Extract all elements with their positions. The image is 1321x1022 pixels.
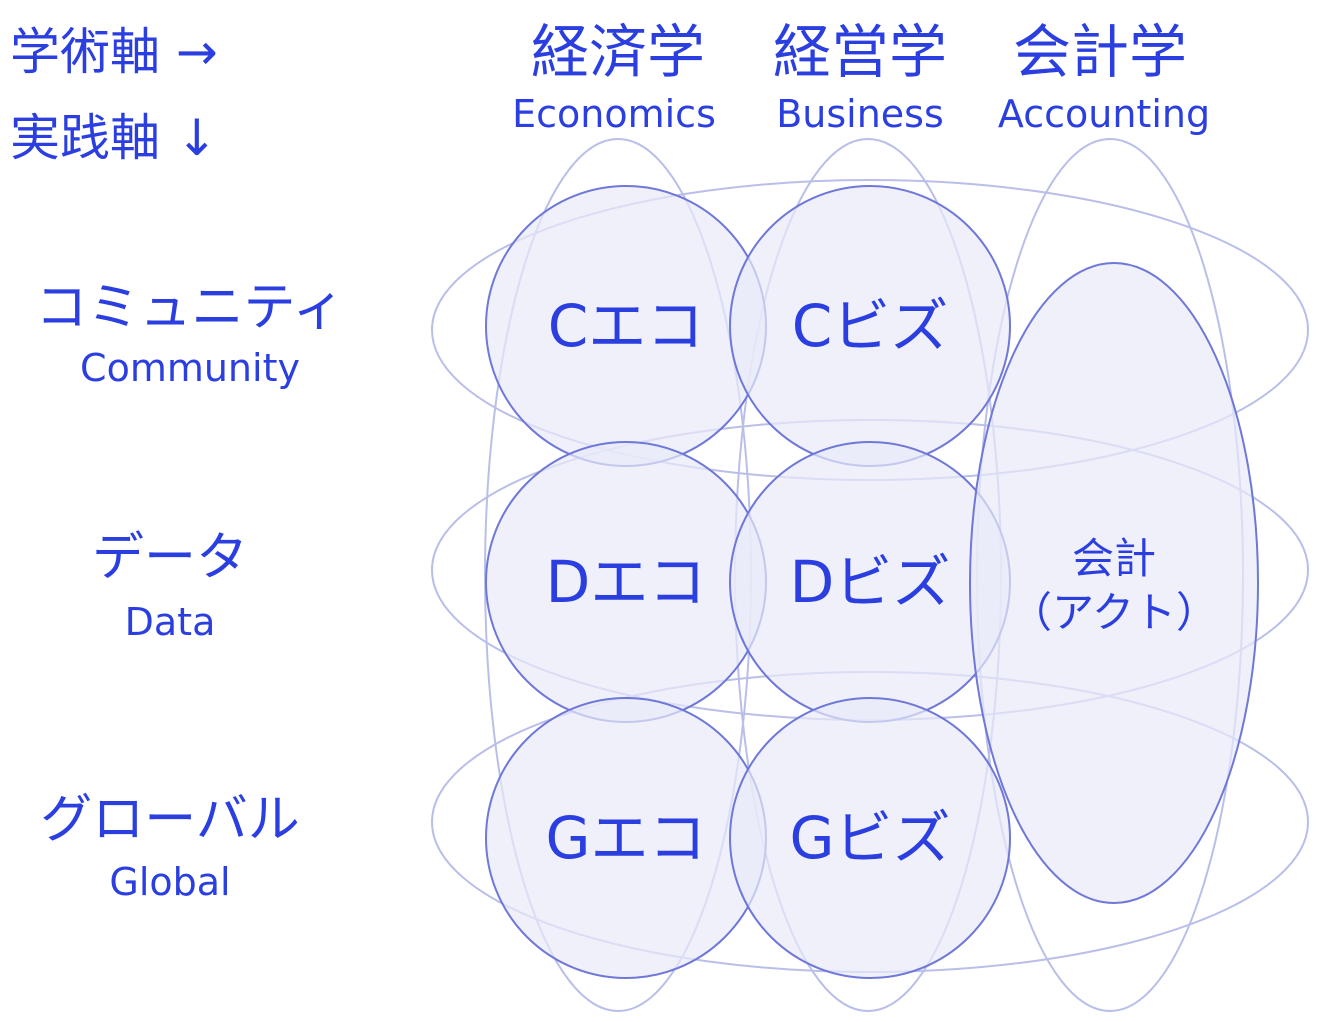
column-title-business: 経営学 <box>772 18 947 86</box>
academic-axis-label: 学術軸 → <box>10 23 218 81</box>
cell-label-c-eco: Cエコ <box>547 292 705 360</box>
row-subtitle-community: Community <box>80 346 300 390</box>
row-title-global: グローバル <box>40 790 300 850</box>
practical-axis-label: 実践軸 ↓ <box>10 109 218 167</box>
cell-label-g-biz: Gビズ <box>789 804 951 872</box>
circle-g-biz <box>729 697 1011 979</box>
ellipse-accounting-act <box>969 262 1259 904</box>
column-subtitle-accounting: Accounting <box>997 92 1211 136</box>
cell-label-c-biz: Cビズ <box>791 292 949 360</box>
row-title-community: コミュニティ <box>35 278 345 338</box>
column-subtitle-economics: Economics <box>512 92 716 136</box>
row-subtitle-data: Data <box>124 600 216 644</box>
column-title-economics: 経済学 <box>530 18 705 86</box>
cell-label-d-biz: Dビズ <box>789 548 951 616</box>
row-title-data: データ <box>91 528 248 588</box>
row-subtitle-global: Global <box>109 860 231 904</box>
cell-label-g-eco: Gエコ <box>545 804 707 872</box>
cell-label-d-eco: Dエコ <box>545 548 707 616</box>
accounting-label: 会計 <box>1071 534 1156 583</box>
accounting-sublabel: （アクト） <box>1010 588 1218 637</box>
column-subtitle-business: Business <box>776 92 944 136</box>
column-title-accounting: 会計学 <box>1012 18 1187 86</box>
